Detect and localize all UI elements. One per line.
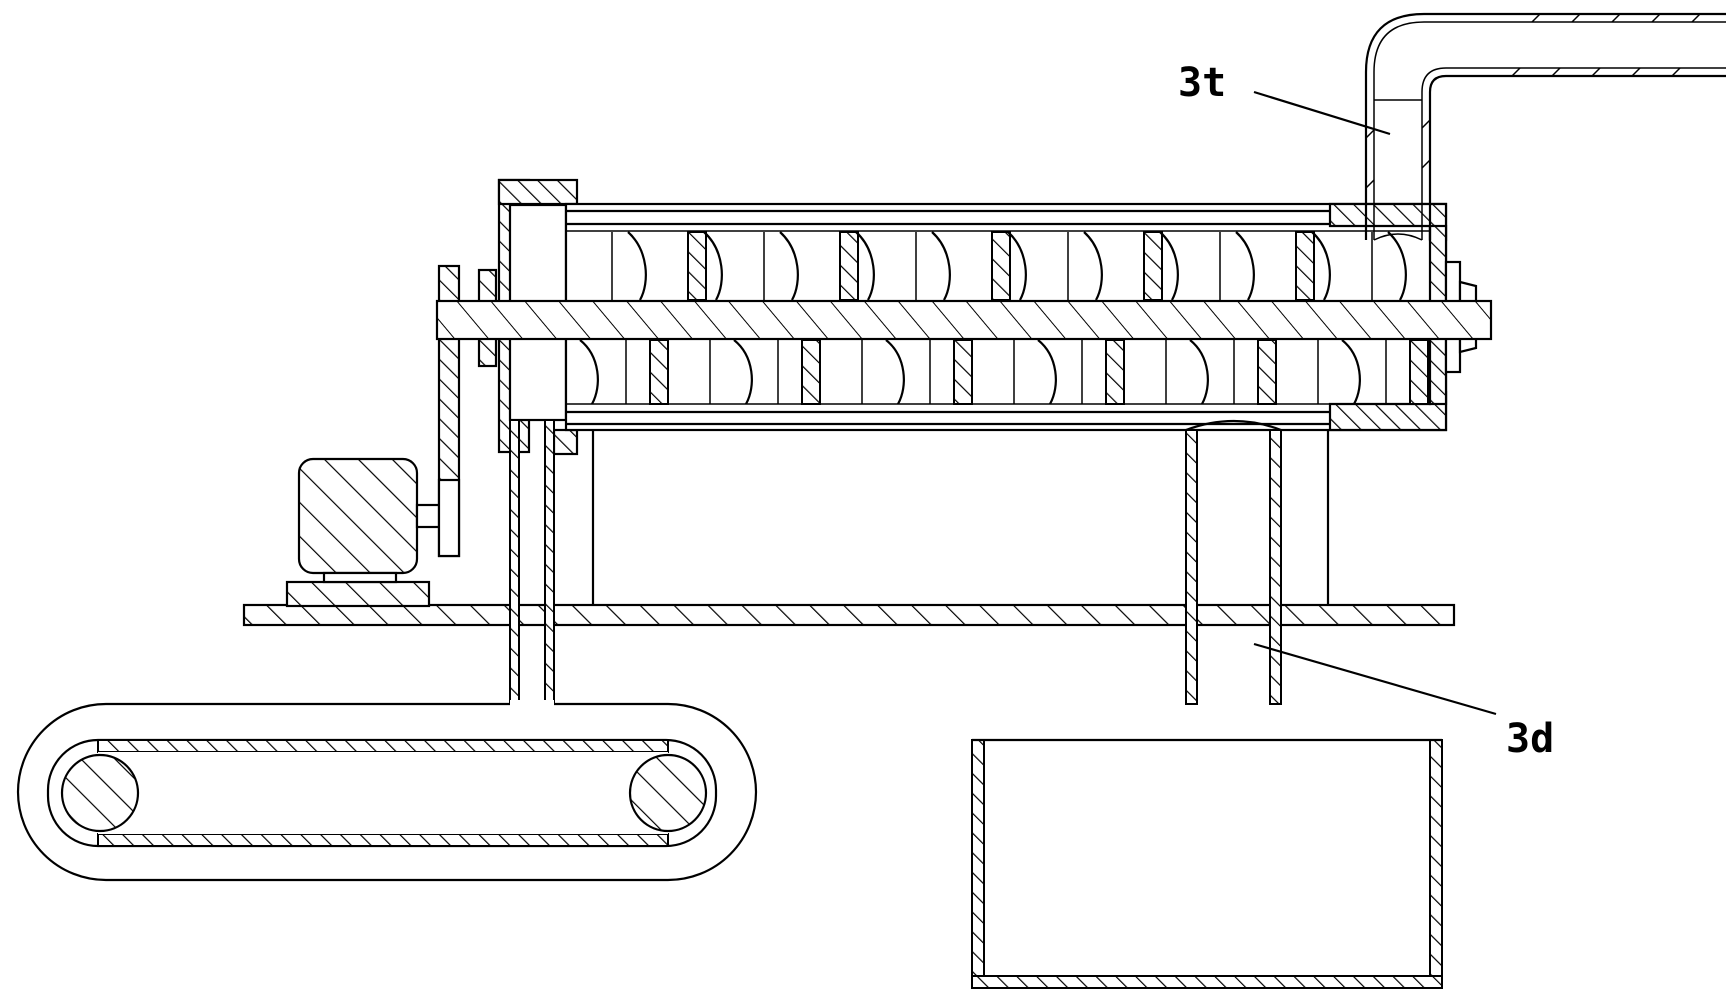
bin-wall-left [971, 739, 985, 987]
belt-inner-space [98, 752, 668, 834]
bin-wall-right [1429, 739, 1443, 987]
label-3d: 3d [1506, 716, 1554, 762]
screw-flights-upper [611, 231, 1407, 301]
collection-bin [971, 738, 1443, 989]
inlet-pipe [1364, 12, 1726, 241]
inlet-pipe-outer-wall [1364, 12, 1726, 240]
callouts: 3t 3d [1178, 60, 1554, 762]
label-3t: 3t [1178, 60, 1226, 106]
leader-line-3d [1253, 642, 1497, 716]
motor-mount-block [285, 580, 431, 608]
outlet-pipe-wall-right [1269, 429, 1282, 705]
motor-shaft [415, 503, 442, 529]
inlet-pipe-inner-wall-inner [1421, 67, 1726, 240]
motor-body [297, 457, 419, 575]
main-shaft [435, 299, 1493, 341]
belt-bottom-run [97, 833, 669, 847]
drive-roller-left [60, 753, 140, 833]
belt-conveyor [16, 700, 758, 882]
motor-feet [322, 571, 398, 584]
motor [297, 457, 442, 584]
drive-roller-right [628, 753, 708, 833]
inlet-pipe-wall-hatch [1365, 13, 1701, 189]
end-flange-left-foot [552, 428, 579, 456]
leader-line-3t [1253, 90, 1391, 136]
chute-wall-right [544, 419, 555, 705]
screw-flights-lower [579, 339, 1429, 405]
belt-top-run [97, 739, 669, 753]
outlet-pipe-wall-left [1185, 429, 1198, 705]
bin-floor [971, 975, 1443, 989]
inlet-pipe-inner-wall [1428, 74, 1726, 240]
feed-chute [509, 419, 555, 705]
chute-wall-left [509, 419, 520, 705]
screw-conveyor [435, 178, 1493, 456]
outlet-pipe [1185, 419, 1282, 705]
inlet-pipe-outer-wall-inner [1373, 21, 1726, 240]
drive-plate-lower-connector [437, 478, 461, 558]
end-flange-left-cap [497, 178, 579, 206]
